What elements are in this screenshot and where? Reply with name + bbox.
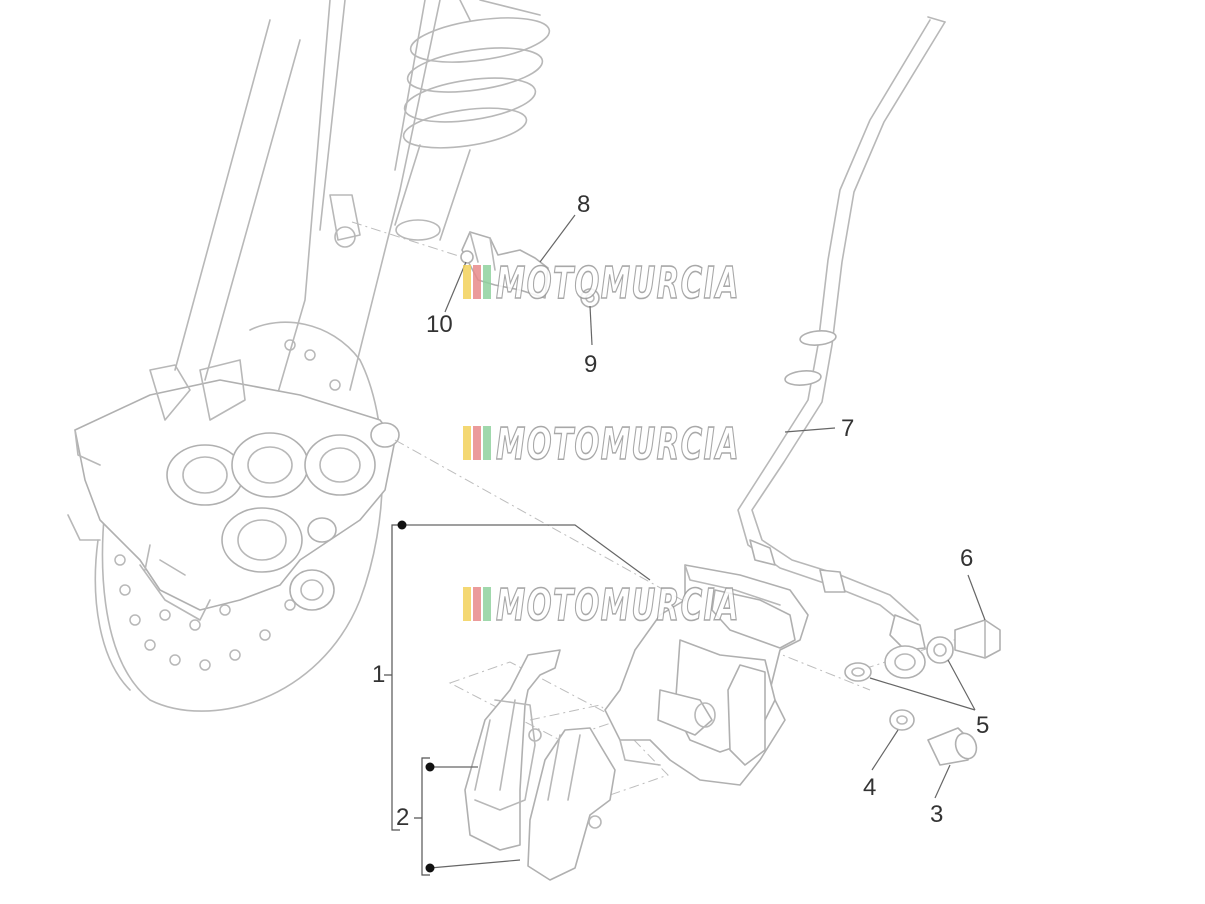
banjo-bolt-part-6 [954,619,1001,659]
shock-spring [394,0,551,241]
watermark-text: MOTOMURCIA [496,580,740,631]
watermark-stripe-red [473,587,481,621]
callout-4: 4 [863,774,876,801]
watermark-top: MOTOMURCIA [463,257,740,310]
watermark-bottom: MOTOMURCIA [463,579,740,632]
watermark-middle: MOTOMURCIA [463,418,740,471]
callout-5: 5 [976,712,989,739]
watermark-stripe-yellow [463,265,471,299]
washer-part-4 [889,709,915,731]
callout-6: 6 [960,545,973,572]
washers-part-5 [844,636,954,682]
watermark-text: MOTOMURCIA [496,419,740,470]
nut-part-10 [460,250,474,264]
callout-2: 2 [396,804,409,831]
brake-caliper [604,564,809,786]
callout-8: 8 [577,191,590,218]
screw-part-9 [580,288,600,308]
watermark-stripe-green [483,587,491,621]
watermark-stripe-green [483,265,491,299]
fork-mounting-bracket [67,359,400,621]
bolt-part-3 [927,727,978,766]
callout-7: 7 [841,415,854,442]
callout-9: 9 [584,351,597,378]
watermark-stripe-green [483,426,491,460]
callout-3: 3 [930,801,943,828]
watermark-stripe-yellow [463,426,471,460]
callout-labels: 1 2 3 4 5 6 7 8 9 10 [372,191,989,831]
watermark-stripe-red [473,265,481,299]
callout-1: 1 [372,661,385,688]
watermark-stripe-red [473,426,481,460]
watermark-stripe-yellow [463,587,471,621]
callout-leaders [384,214,986,876]
front-fork-assembly [174,0,551,421]
brake-hose-part-7 [737,16,946,679]
callout-10: 10 [426,311,453,338]
brake-disc [94,321,384,712]
watermark-text: MOTOMURCIA [496,258,740,309]
brake-pads-part-2 [464,649,616,881]
